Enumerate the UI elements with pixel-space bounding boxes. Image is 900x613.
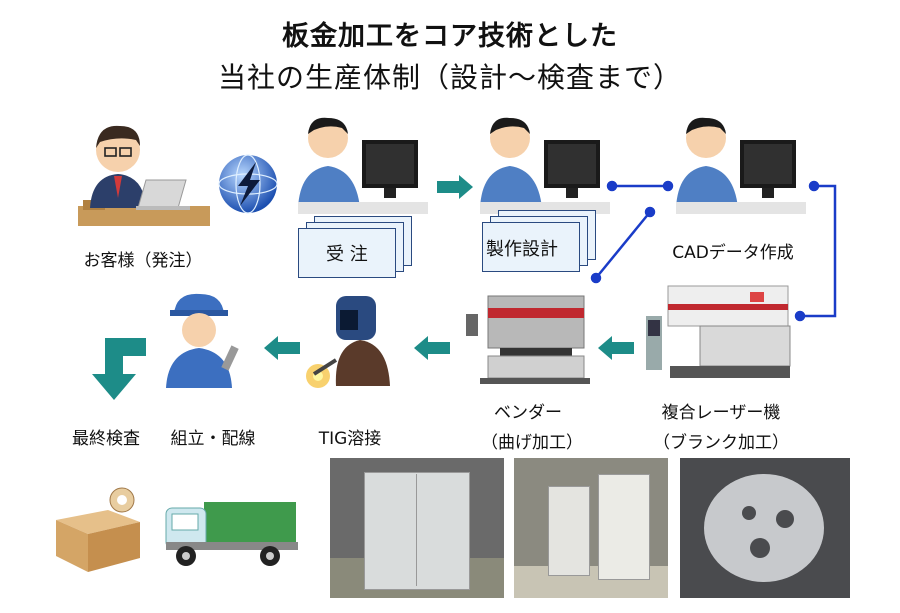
design-label: 製作設計	[486, 239, 558, 260]
flow-arrow-bender-to-tig	[414, 336, 450, 360]
press-brake-icon	[466, 295, 590, 384]
assembly-label: 組立・配線	[170, 429, 256, 449]
worker-at-computer-icon	[676, 117, 806, 214]
product-cabinet-photo-1	[330, 458, 504, 598]
product-plate-photo	[680, 458, 850, 598]
tig-label: TIG溶接	[318, 429, 382, 449]
flow-arrow-laser-to-bender	[598, 336, 634, 360]
person-at-laptop-icon	[78, 125, 210, 226]
page-title: 板金加工をコア技術とした	[282, 21, 618, 52]
laser-label-line2: （ブランク加工）	[653, 433, 789, 453]
inspection-label: 最終検査	[72, 429, 140, 449]
worker-at-computer-icon	[480, 117, 610, 214]
flow-arrow-order-to-design	[437, 175, 473, 199]
delivery-truck-icon	[165, 502, 298, 566]
product-cabinet-photo-2	[514, 458, 668, 598]
worker-at-computer-icon	[298, 117, 428, 214]
connector-design-to-cad	[606, 180, 674, 192]
connector-diagonal	[590, 206, 656, 284]
connector-cad-to-laser	[794, 180, 837, 322]
internet-globe-icon	[218, 154, 278, 214]
cad-label: CADデータ作成	[672, 243, 794, 263]
page-subtitle: 当社の生産体制（設計～検査まで）	[217, 61, 682, 94]
assembler-icon	[166, 293, 239, 388]
flow-arrow-tig-to-assembly	[264, 336, 300, 360]
customer-label: お客様（発注）	[83, 251, 203, 271]
laser-machine-icon	[646, 285, 791, 378]
down-left-arrow-icon	[92, 338, 146, 400]
welder-icon	[306, 296, 390, 388]
bender-label-line2: （曲げ加工）	[481, 433, 583, 453]
cardboard-box-icon	[56, 487, 140, 572]
bender-label-line1: ベンダー	[494, 403, 562, 423]
order-label: 受 注	[326, 244, 368, 265]
order-doc-front	[298, 228, 396, 278]
design-doc-front	[482, 222, 580, 272]
laser-label-line1: 複合レーザー機	[661, 403, 781, 423]
